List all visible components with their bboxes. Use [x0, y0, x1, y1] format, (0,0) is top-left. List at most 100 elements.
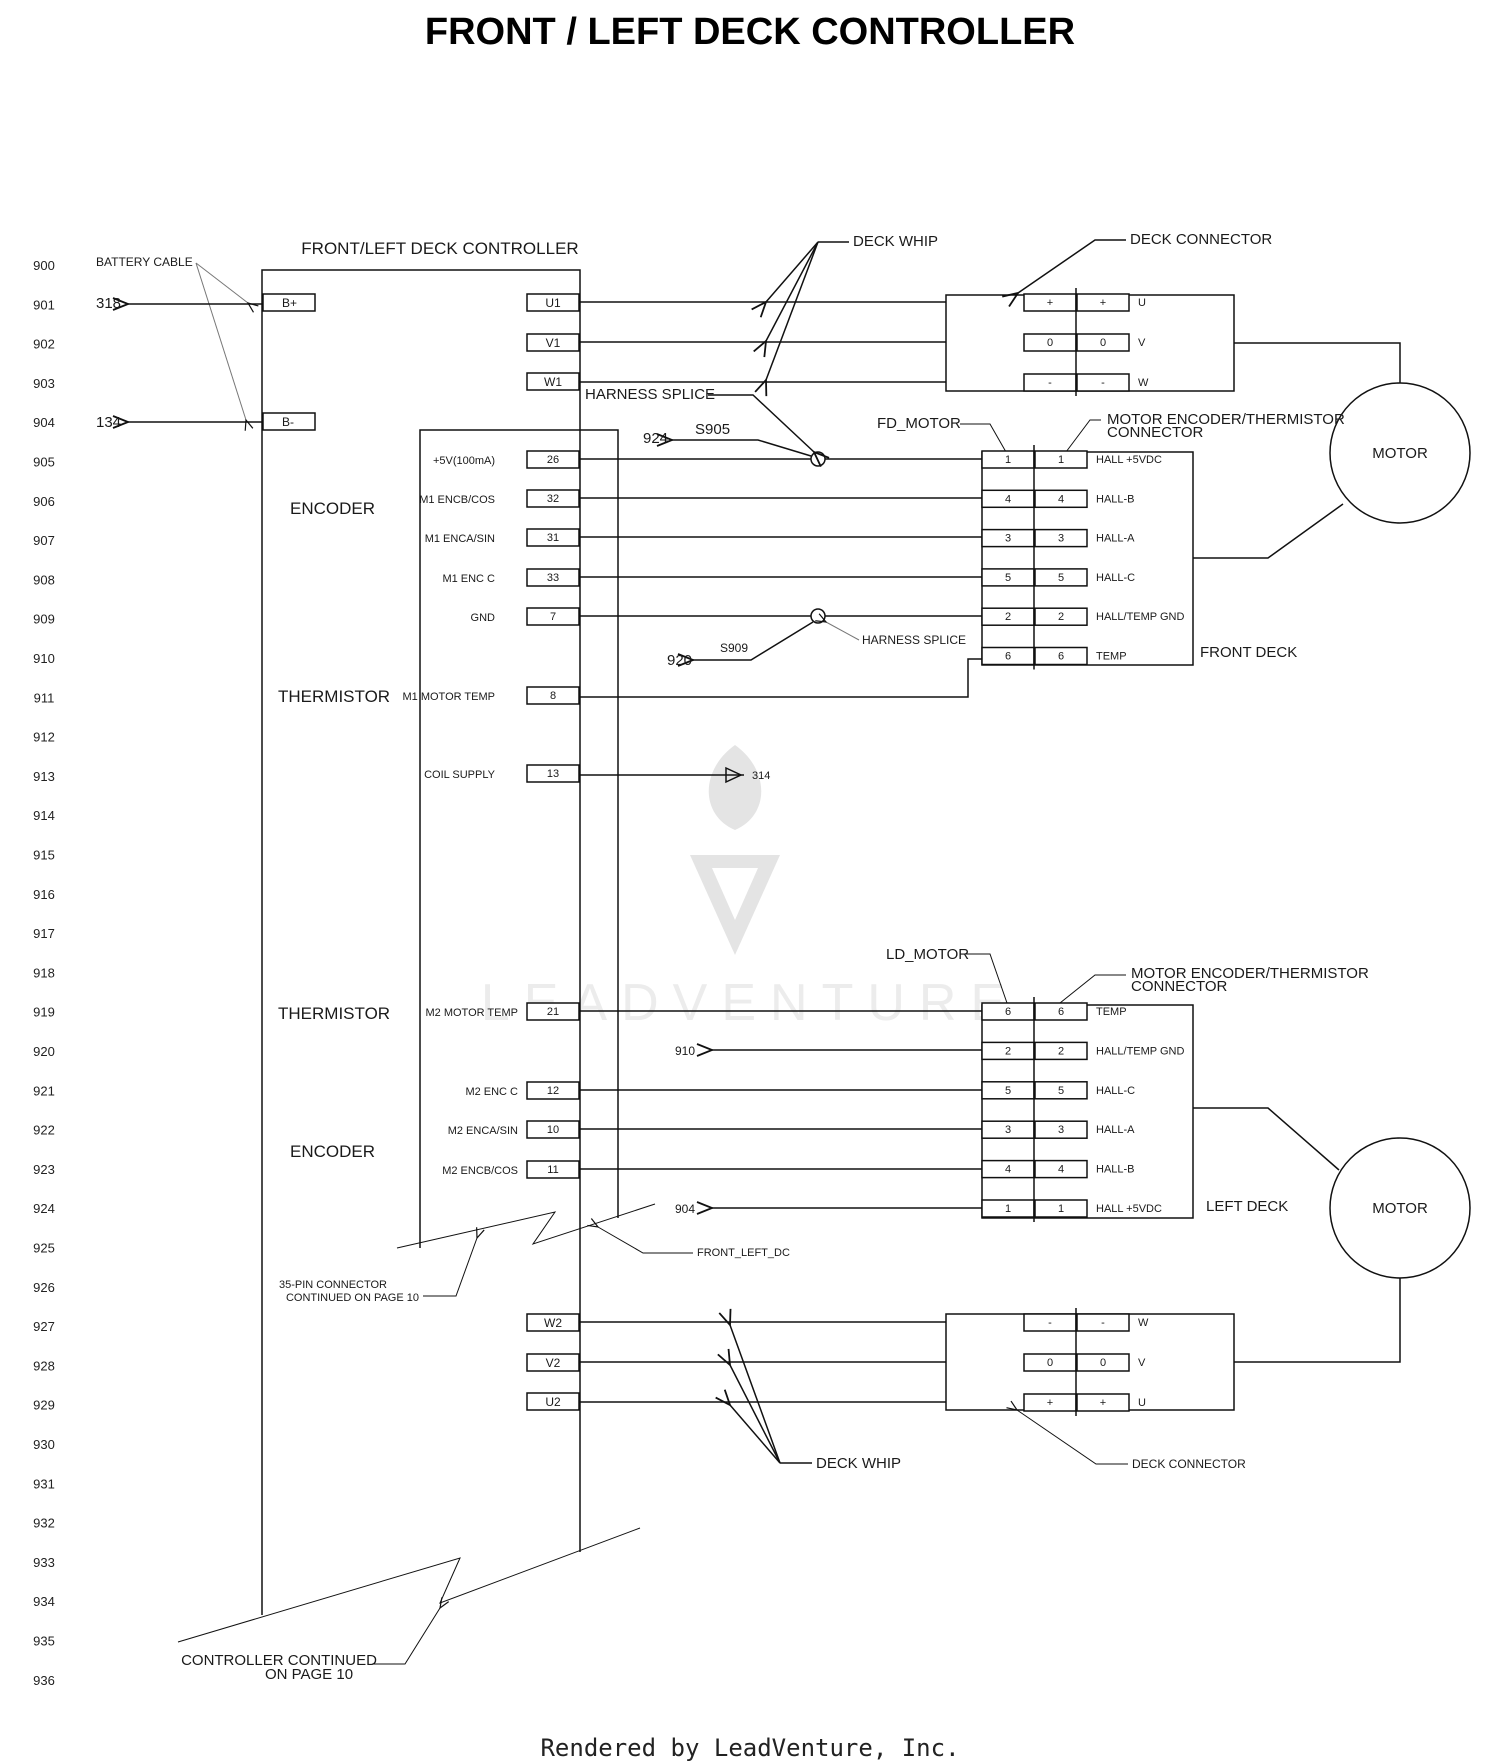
connector-pin-label: HALL-C	[1096, 1085, 1135, 1097]
row-number: 908	[33, 572, 55, 587]
connector-pin-b: +	[1100, 297, 1106, 309]
connector-pin-b: 6	[1058, 651, 1064, 663]
connector-pin-b: 5	[1058, 1085, 1064, 1097]
row-number: 903	[33, 376, 55, 391]
signal-name: +5V(100mA)	[433, 455, 495, 467]
harness-splice-label-top: HARNESS SPLICE	[585, 386, 715, 403]
row-number-column: 9009019029039049059069079089099109119129…	[33, 258, 55, 1688]
row-number: 934	[33, 1594, 55, 1609]
row-number: 906	[33, 494, 55, 509]
front-deck-label: FRONT DECK	[1200, 644, 1297, 661]
fd-encoder-connector-label-1: MOTOR ENCODER/THERMISTOR	[1107, 411, 1345, 428]
connector-pin-a: -	[1048, 1317, 1052, 1329]
connector-pin-label: U	[1138, 297, 1146, 309]
connector-pin-label: HALL-B	[1096, 493, 1135, 505]
fd-motor-connector	[981, 451, 1194, 666]
connector-pin-label: W	[1138, 377, 1149, 389]
signal-pin-number: 7	[550, 611, 556, 623]
ref-s905: S905	[695, 421, 730, 438]
signal-name: M2 ENCA/SIN	[448, 1125, 518, 1137]
ref-s909: S909	[720, 641, 748, 655]
page-title: FRONT / LEFT DECK CONTROLLER	[425, 11, 1075, 53]
b-plus-label: B+	[282, 296, 297, 310]
controller-label: FRONT/LEFT DECK CONTROLLER	[301, 239, 578, 258]
ref-910: 910	[675, 1044, 695, 1058]
controller-outline	[261, 269, 581, 1615]
connector-pin-a: +	[1047, 1397, 1053, 1409]
signal-name: M2 ENC C	[465, 1086, 518, 1098]
row-number: 909	[33, 612, 55, 627]
watermark-logo: LEADVENTURE	[481, 745, 1005, 1032]
connector-pin-label: HALL +5VDC	[1096, 1203, 1162, 1215]
thermistor-section-label-2: THERMISTOR	[278, 1004, 390, 1023]
row-number: 911	[34, 690, 55, 705]
signal-name: COIL SUPPLY	[424, 769, 496, 781]
signal-pin-box	[526, 568, 580, 587]
front-left-dc-label: FRONT_LEFT_DC	[697, 1247, 790, 1259]
connector-pin-label: HALL/TEMP GND	[1096, 611, 1184, 623]
signal-pin-box	[526, 764, 580, 783]
signal-name: GND	[471, 612, 496, 624]
ld-motor-label: LD_MOTOR	[886, 946, 969, 963]
front-motor-label: MOTOR	[1372, 445, 1428, 462]
harness-splice-label-lower: HARNESS SPLICE	[862, 633, 966, 647]
row-number: 928	[33, 1358, 55, 1373]
ref-134: 134	[96, 414, 121, 431]
pin35-note-2: CONTINUED ON PAGE 10	[286, 1292, 419, 1304]
left-motor-label: MOTOR	[1372, 1200, 1428, 1217]
row-number: 913	[33, 769, 55, 784]
coil-supply-arrow	[725, 766, 743, 784]
connector-pin-a: 5	[1005, 1085, 1011, 1097]
connector-pin-b: 5	[1058, 572, 1064, 584]
signal-pin-number: 11	[547, 1164, 558, 1176]
signal-pin-box	[526, 1160, 580, 1179]
splice-s905	[810, 451, 826, 467]
connector-pin-label: TEMP	[1096, 651, 1127, 663]
signal-name: M1 ENCA/SIN	[425, 533, 495, 545]
deck-connector-label-bottom: DECK CONNECTOR	[1132, 1457, 1246, 1471]
connector-pin-a: 1	[1005, 454, 1011, 466]
row-number: 907	[33, 533, 55, 548]
ld-motor-connector	[981, 1004, 1194, 1219]
connector-pin-a: 4	[1005, 493, 1011, 505]
connector-pin-a: 5	[1005, 572, 1011, 584]
svg-text:V2: V2	[546, 1356, 561, 1370]
connector-pin-a: 6	[1005, 1006, 1011, 1018]
row-number: 912	[33, 730, 55, 745]
thermistor-section-label-1: THERMISTOR	[278, 687, 390, 706]
ref-924: 924	[643, 430, 668, 447]
connector-pin-a: 3	[1005, 1124, 1011, 1136]
ref-318: 318	[96, 295, 121, 312]
connector-pin-label: HALL/TEMP GND	[1096, 1045, 1184, 1057]
connector-break-line	[396, 1203, 656, 1249]
connector-pin-b: 1	[1058, 1203, 1064, 1215]
connector-pin-b: 1	[1058, 454, 1064, 466]
row-number: 924	[33, 1201, 55, 1216]
row-number: 917	[33, 926, 55, 941]
row-number: 932	[33, 1516, 55, 1531]
connector-pin-label: HALL-A	[1096, 533, 1135, 545]
connector-pin-label: V	[1138, 1357, 1146, 1369]
signal-pin-box	[526, 489, 580, 508]
connector-pin-b: 2	[1058, 1045, 1064, 1057]
row-number: 905	[33, 455, 55, 470]
row-number: 920	[33, 1044, 55, 1059]
connector-pin-label: U	[1138, 1397, 1146, 1409]
ref-904: 904	[675, 1202, 695, 1216]
connector-pin-a: -	[1048, 377, 1052, 389]
signal-pin-box	[526, 1120, 580, 1139]
connector-pin-label: V	[1138, 337, 1146, 349]
pin35-note-1: 35-PIN CONNECTOR	[279, 1279, 387, 1291]
connector-pin-a: 4	[1005, 1164, 1011, 1176]
signal-pin-box	[526, 607, 580, 626]
encoder-connector-outline	[419, 429, 619, 1248]
signal-pin-box	[526, 1002, 580, 1021]
connector-pin-b: -	[1101, 377, 1105, 389]
battery-cable-label: BATTERY CABLE	[96, 255, 193, 269]
left-deck-label: LEFT DECK	[1206, 1198, 1288, 1215]
row-number: 916	[33, 887, 55, 902]
ref-314: 314	[752, 770, 770, 782]
signal-pin-box	[526, 450, 580, 469]
